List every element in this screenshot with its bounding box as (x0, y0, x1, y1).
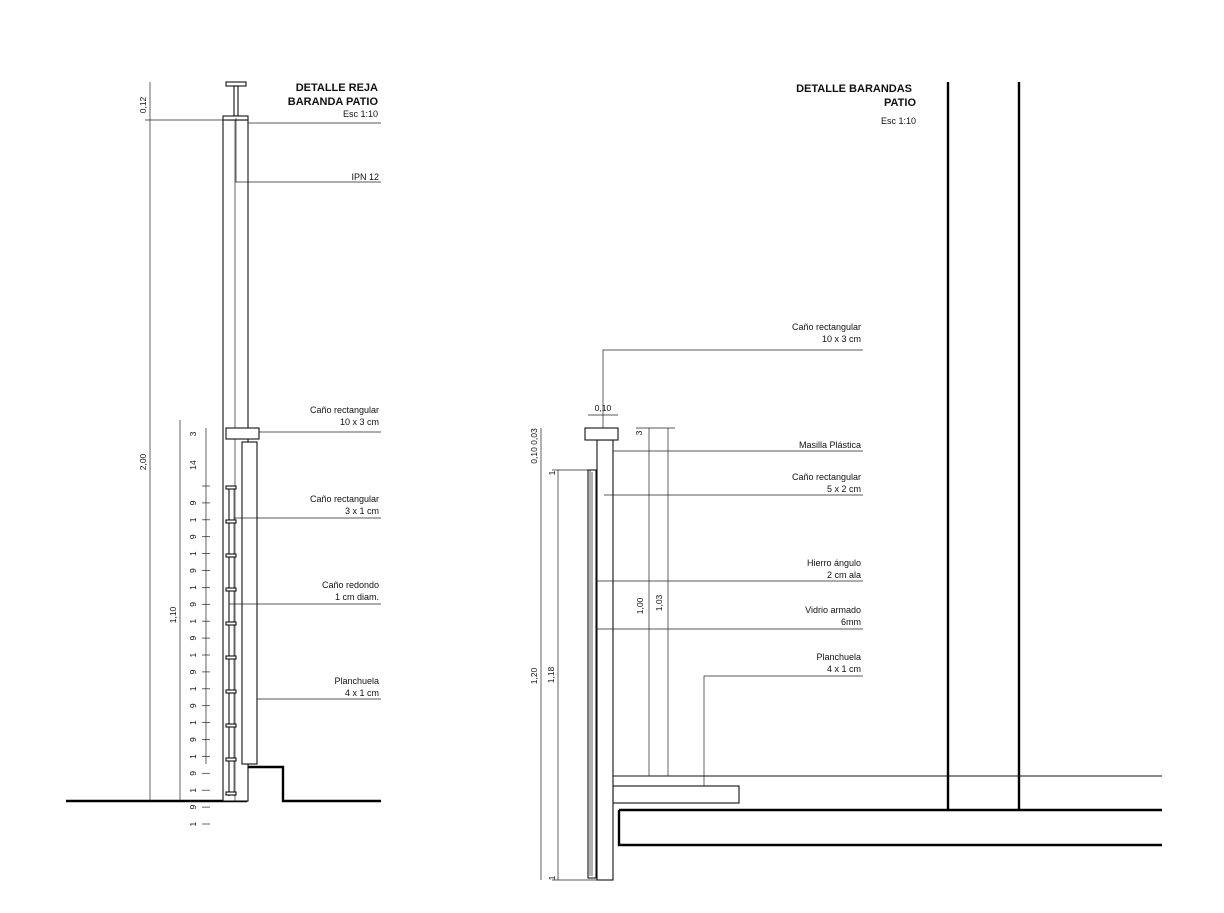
left-ground-line (66, 765, 381, 803)
dim-stack-value: 1 (188, 788, 198, 793)
bar-bracket (225, 485, 237, 490)
r-dim-118: 1,18 (546, 666, 556, 683)
dim-stack-value: 9 (188, 534, 198, 539)
dim-stack-value: 1 (188, 821, 198, 826)
r-dim-w010: 0,10 (595, 403, 612, 413)
right-scale: Esc 1:10 (881, 116, 916, 126)
dim-3: 3 (188, 431, 198, 436)
label-planchuela-a: Planchuela (334, 676, 379, 686)
r-label-cano-rect-10x3-b: 10 x 3 cm (822, 334, 861, 344)
dim-rail: 1,10 (168, 606, 178, 623)
dim-stack-value: 9 (188, 703, 198, 708)
dim-total: 2,00 (138, 453, 148, 470)
label-cano-rect-3x1-b: 3 x 1 cm (345, 506, 379, 516)
r-label-hierro-a: Hierro ángulo (807, 558, 861, 568)
r-label-cano-rect-10x3-a: Caño rectangular (792, 322, 861, 332)
dim-stack-value: 9 (188, 771, 198, 776)
dim-stack-value: 9 (188, 568, 198, 573)
dim-14: 14 (188, 460, 198, 470)
r-label-hierro-b: 2 cm ala (827, 570, 861, 580)
right-detail: DETALLE BARANDAS PATIO Esc 1:10 Caño rec… (529, 82, 1162, 881)
dim-stack-value: 1 (188, 517, 198, 522)
bar-bracket (225, 519, 237, 524)
label-cano-redondo-b: 1 cm diam. (335, 592, 379, 602)
dim-stack-value: 9 (188, 602, 198, 607)
r-dim-1-top: 1 (547, 470, 557, 475)
slab-outline (617, 810, 1162, 847)
r-label-planchuela-a: Planchuela (816, 652, 861, 662)
r-label-planchuela-b: 4 x 1 cm (827, 664, 861, 674)
right-post (596, 439, 614, 881)
dim-stack-value: 1 (188, 686, 198, 691)
label-cano-rect-10x3-a: Caño rectangular (310, 405, 379, 415)
dim-stack-value: 1 (188, 652, 198, 657)
r-dim-1-bot: 1 (547, 875, 557, 880)
dim-stack: 9 1 9 1 9 1 9 1 9 1 9 1 9 1 9 1 9 1 9 1 (188, 500, 198, 826)
r-dim-120: 1,20 (529, 667, 539, 684)
ipn-cap-base (222, 115, 249, 121)
dim-stack-value: 1 (188, 754, 198, 759)
ipn-cap-flange (225, 81, 247, 87)
r-dim-3: 3 (634, 430, 644, 435)
bar-bracket (225, 655, 237, 660)
left-scale: Esc 1:10 (343, 109, 378, 119)
ipn-cap-web (233, 85, 239, 117)
r-dim-h010-003: 0,10 0,03 (529, 428, 539, 464)
right-planchuela-plate (612, 785, 740, 804)
bar-bracket (225, 621, 237, 626)
left-bar-brackets (225, 485, 237, 796)
r-label-vidrio-b: 6mm (841, 617, 861, 627)
dim-stack-value: 1 (188, 585, 198, 590)
r-label-cano-rect-5x2-b: 5 x 2 cm (827, 484, 861, 494)
bar-bracket (225, 791, 237, 796)
dim-stack-value: 9 (188, 500, 198, 505)
right-title-line2: PATIO (884, 97, 916, 109)
label-cano-rect-3x1-a: Caño rectangular (310, 494, 379, 504)
left-top-rail (225, 427, 260, 440)
dim-top: 0,12 (138, 96, 148, 113)
bar-bracket (225, 723, 237, 728)
left-title-line2: BARANDA PATIO (288, 96, 379, 108)
dim-stack-value: 9 (188, 805, 198, 810)
bar-bracket (225, 587, 237, 592)
bar-bracket (225, 757, 237, 762)
right-title-line1: DETALLE BARANDAS (796, 83, 912, 95)
dim-stack-value: 1 (188, 619, 198, 624)
dim-stack-value: 9 (188, 669, 198, 674)
label-planchuela-b: 4 x 1 cm (345, 688, 379, 698)
left-detail: DETALLE REJA BARANDA PATIO Esc 1:10 IPN … (66, 81, 381, 826)
bar-bracket (225, 553, 237, 558)
left-planchuela (241, 441, 258, 765)
bar-bracket (225, 689, 237, 694)
dim-stack-value: 9 (188, 737, 198, 742)
left-title-line1: DETALLE REJA (296, 82, 378, 94)
dim-stack-value: 9 (188, 636, 198, 641)
label-cano-redondo-a: Caño redondo (322, 580, 379, 590)
label-ipn: IPN 12 (351, 172, 379, 182)
r-label-cano-rect-5x2-a: Caño rectangular (792, 472, 861, 482)
right-top-rail (584, 427, 619, 441)
r-dim-103: 1,03 (654, 594, 664, 611)
r-label-vidrio-a: Vidrio armado (805, 605, 861, 615)
r-label-masilla: Masilla Plástica (799, 440, 861, 450)
label-cano-rect-10x3-b: 10 x 3 cm (340, 417, 379, 427)
dim-stack-value: 1 (188, 551, 198, 556)
dim-stack-value: 1 (188, 720, 198, 725)
r-dim-100: 1,00 (635, 597, 645, 614)
